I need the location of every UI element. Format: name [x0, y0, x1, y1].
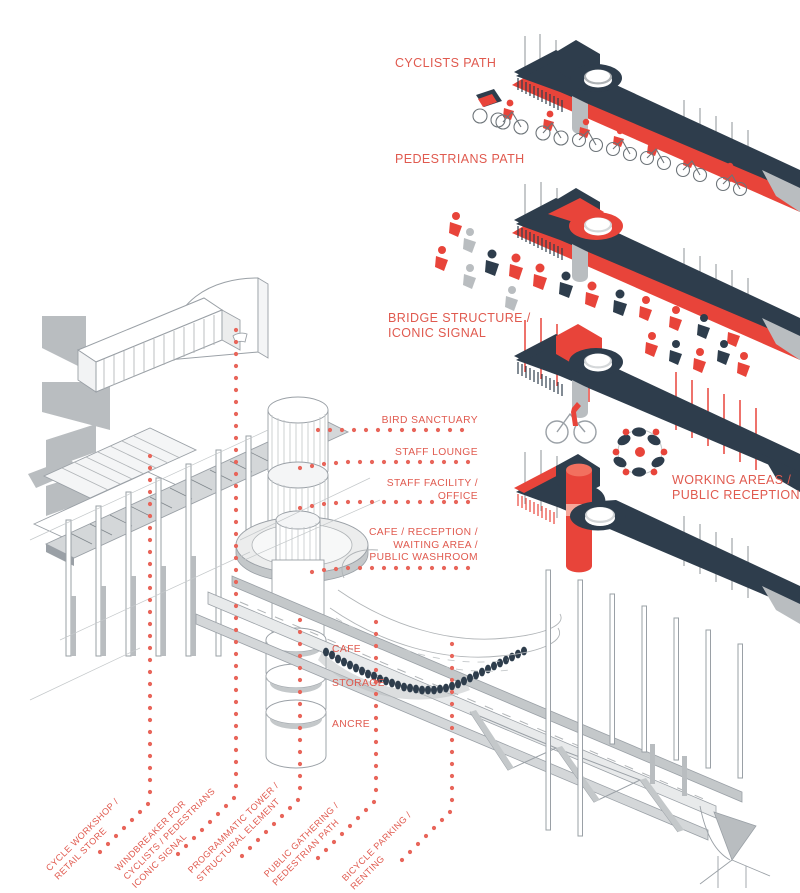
label-ancre: ANCRE	[332, 719, 371, 730]
label-cafe-reception: CAFE / RECEPTION / WAITING AREA / PUBLIC…	[368, 527, 478, 564]
abutment	[762, 454, 800, 492]
leader-staff-facility	[297, 499, 471, 511]
wrench-icon	[571, 402, 581, 426]
label-cafe: CAFE	[332, 644, 362, 655]
column-shadows	[71, 556, 196, 656]
abutment	[762, 170, 800, 212]
module-pedestrians-path	[435, 182, 800, 360]
deck-surface	[516, 54, 800, 194]
windbreaker-volume	[76, 297, 248, 393]
right-abutment	[699, 805, 771, 888]
module-cyclists-path	[472, 34, 800, 212]
balustrade	[514, 466, 566, 524]
balustrade	[514, 334, 566, 396]
label-bird-sanctuary: BIRD SANCTUARY	[381, 415, 478, 426]
deck-surface	[516, 202, 800, 342]
pedestrian-figures	[435, 212, 740, 347]
span-masts	[545, 569, 743, 837]
leader-lines	[97, 327, 471, 863]
module-working-areas	[514, 450, 800, 624]
deck-surface	[516, 338, 800, 478]
gathering-plaza	[329, 549, 562, 658]
leader-bicycle-parking	[399, 641, 455, 863]
leader-programmatic-tower	[239, 617, 303, 859]
leader-public-gathering	[315, 619, 379, 861]
module-bridge-structure	[514, 318, 800, 492]
acrobat-figures	[645, 332, 750, 377]
label-staff-lounge: STAFF LOUNGE	[395, 447, 478, 458]
abutment	[762, 318, 800, 360]
leader-windbreaker	[175, 327, 239, 857]
leader-staff-lounge	[297, 459, 471, 471]
support-columns	[65, 435, 252, 657]
mast-feet	[650, 744, 687, 796]
leader-cycle-workshop	[97, 453, 153, 855]
cyclist-figures	[472, 89, 748, 197]
balustrade	[514, 50, 566, 112]
label-working-areas: WORKING AREAS / PUBLIC RECEPTION	[672, 473, 800, 503]
bicycle-parking-row	[318, 646, 527, 700]
label-cyclists-path: CYCLISTS PATH	[395, 56, 497, 70]
construction-lines	[29, 429, 381, 701]
deck-pier	[572, 96, 588, 134]
cargo-bike	[472, 89, 506, 128]
label-storage: STORAGE	[332, 678, 385, 689]
balustrade	[514, 198, 566, 260]
bike-cluster	[612, 427, 668, 477]
main-axonometric	[28, 277, 771, 888]
cylinder-ancre	[265, 699, 327, 769]
label-staff-facility: STAFF FACILITY / OFFICE	[386, 478, 478, 502]
label-bridge-structure: BRIDGE STRUCTURE / ICONIC SIGNAL	[388, 311, 531, 341]
leader-cafe-reception	[309, 565, 471, 575]
workshop-bike	[545, 402, 597, 444]
deck-pier	[572, 244, 588, 282]
abutment	[762, 586, 800, 624]
label-pedestrians-path: PEDESTRIANS PATH	[395, 152, 525, 166]
leader-bird-sanctuary	[315, 427, 465, 433]
